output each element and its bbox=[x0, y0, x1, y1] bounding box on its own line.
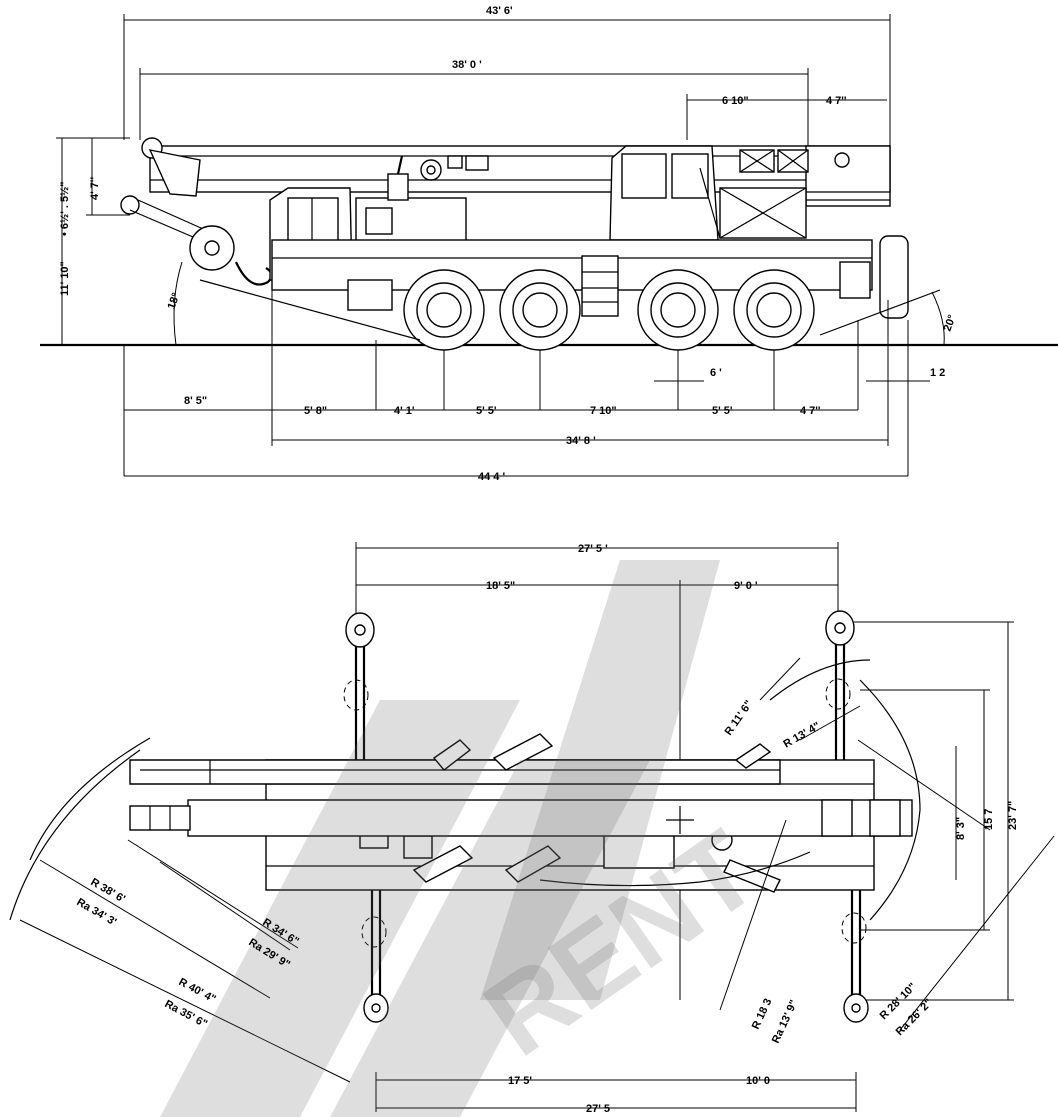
outrigger-rear-right bbox=[841, 890, 869, 1023]
dim-height-cab: 4' 7'' bbox=[89, 176, 101, 200]
outrigger-front-left bbox=[343, 612, 375, 760]
dim-gap-6: 6 ' bbox=[710, 367, 722, 379]
dim-width-23-7: 23' 7" bbox=[1007, 801, 1019, 830]
dim-wheelbase-total: 34' 8 ' bbox=[566, 435, 596, 447]
wheel-1 bbox=[403, 269, 485, 351]
dim-overall-bottom: 44 4 ' bbox=[478, 471, 505, 483]
wheel-3 bbox=[637, 269, 719, 351]
dim-axle-3: 5' 5' bbox=[476, 405, 497, 417]
dim-overall-top: 43' 6' bbox=[486, 5, 513, 17]
dim-axle-4: 7 10" bbox=[590, 405, 617, 417]
dim-rear-12: 1 2 bbox=[930, 367, 945, 379]
dim-front-to-center: 18' 5" bbox=[486, 580, 515, 592]
dim-axle-6: 4 7'' bbox=[800, 405, 821, 417]
dim-outrigger-span-bottom: 27' 5 bbox=[586, 1103, 610, 1115]
side-view bbox=[40, 14, 1058, 477]
radius-13-4: R 13' 4" bbox=[782, 720, 823, 751]
angle-departure: 20° bbox=[942, 313, 959, 333]
dim-axle-5: 5' 5' bbox=[712, 405, 733, 417]
radius-a-35-6: Ra 35' 6" bbox=[163, 998, 210, 1030]
dim-outrigger-span-top: 27' 5 ' bbox=[578, 543, 608, 555]
dim-height-total: 11' 10" bbox=[59, 261, 71, 296]
outrigger-rear-left bbox=[825, 610, 855, 760]
dim-bottom-front: 17 5' bbox=[508, 1075, 532, 1087]
outrigger-front-right bbox=[361, 890, 389, 1023]
dim-bottom-rear: 10' 0 bbox=[746, 1075, 770, 1087]
angle-approach: 18° bbox=[166, 291, 183, 311]
dim-cab-offset: 6 10" bbox=[722, 95, 749, 107]
radius-40-4: R 40' 4" bbox=[177, 976, 218, 1005]
radius-18-3: R 18 3 bbox=[750, 997, 775, 1031]
dim-width-15-7: 15 7 bbox=[983, 809, 995, 830]
dim-axle-2: 4' 1' bbox=[394, 405, 415, 417]
wheel-4 bbox=[733, 269, 815, 351]
radius-a-13-9: Ra 13' 9" bbox=[770, 998, 800, 1045]
radius-a-34-3: Ra 34' 3' bbox=[75, 896, 119, 928]
radius-11-6: R 11' 6" bbox=[723, 698, 756, 737]
wheel-2 bbox=[499, 269, 581, 351]
dim-rear-offset: 4 7'' bbox=[826, 95, 847, 107]
dim-width-8-3: 8' 3" bbox=[955, 817, 967, 840]
dim-center-to-rear: 9' 0 ' bbox=[734, 580, 758, 592]
dim-front-overhang: 8' 5" bbox=[184, 395, 207, 407]
dim-boom-length: 38' 0 ' bbox=[452, 59, 482, 71]
top-view bbox=[9, 542, 1055, 1112]
dim-axle-1: 5' 8" bbox=[304, 405, 327, 417]
watermark-logo: RENT bbox=[160, 560, 779, 1117]
dim-height-small: • 6½' . 5½" bbox=[59, 182, 71, 237]
